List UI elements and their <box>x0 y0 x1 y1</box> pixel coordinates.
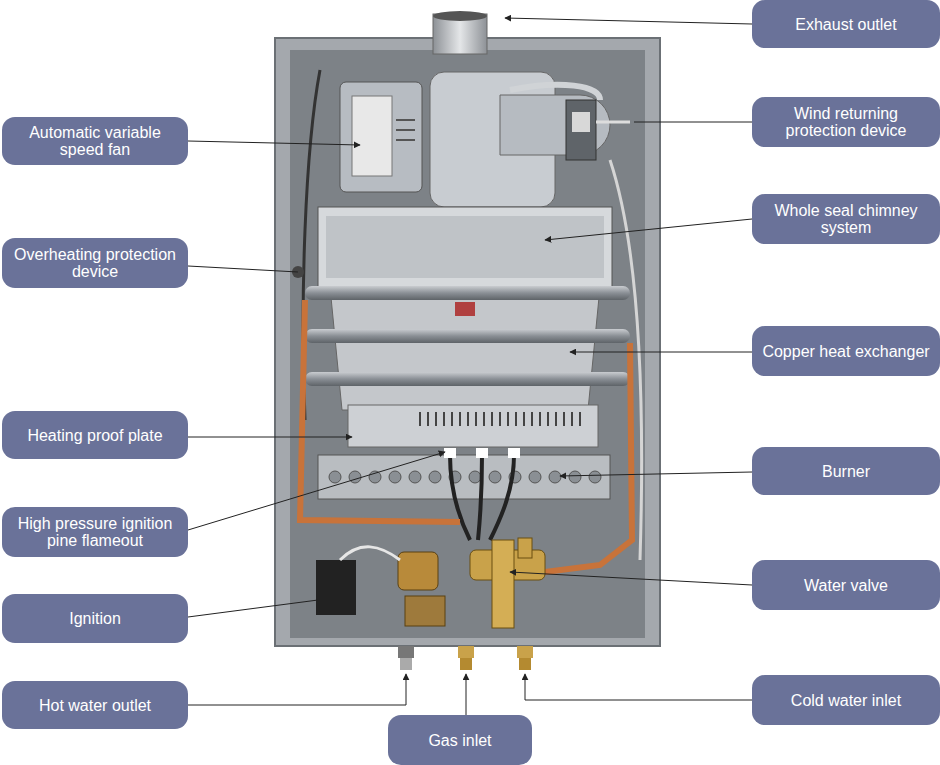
callout-label: Heating proof plate <box>27 427 162 444</box>
callout-label: Overheating protection device <box>8 246 182 280</box>
callout-box: Overheating protection device <box>2 238 188 288</box>
callout-label: Burner <box>822 463 870 480</box>
callout-label: Wind returning protection device <box>758 105 934 139</box>
callout-box: Whole seal chimney system <box>752 194 940 244</box>
callout-label: High pressure ignition pine flameout <box>8 515 182 549</box>
callout-label: Whole seal chimney system <box>758 202 934 236</box>
callout-label: Automatic variable speed fan <box>8 124 182 158</box>
callout-box: Ignition <box>2 594 188 643</box>
callout-label: Gas inlet <box>428 732 491 749</box>
callout-label: Exhaust outlet <box>795 16 896 33</box>
callout-label: Hot water outlet <box>39 697 151 714</box>
callout-label: Water valve <box>804 577 888 594</box>
callout-label: Cold water inlet <box>791 692 901 709</box>
callout-box: Hot water outlet <box>2 681 188 729</box>
callout-box: Cold water inlet <box>752 675 940 725</box>
callout-box: Gas inlet <box>388 715 532 765</box>
callout-label: Copper heat exchanger <box>762 343 929 360</box>
callout-box: Automatic variable speed fan <box>2 117 188 165</box>
callout-box: Heating proof plate <box>2 411 188 459</box>
callout-box: Burner <box>752 447 940 495</box>
callout-box: Water valve <box>752 560 940 610</box>
callout-box: Wind returning protection device <box>752 97 940 147</box>
callout-box: Copper heat exchanger <box>752 326 940 376</box>
callout-box: Exhaust outlet <box>752 0 940 48</box>
callout-label: Ignition <box>69 610 121 627</box>
callout-box: High pressure ignition pine flameout <box>2 507 188 557</box>
